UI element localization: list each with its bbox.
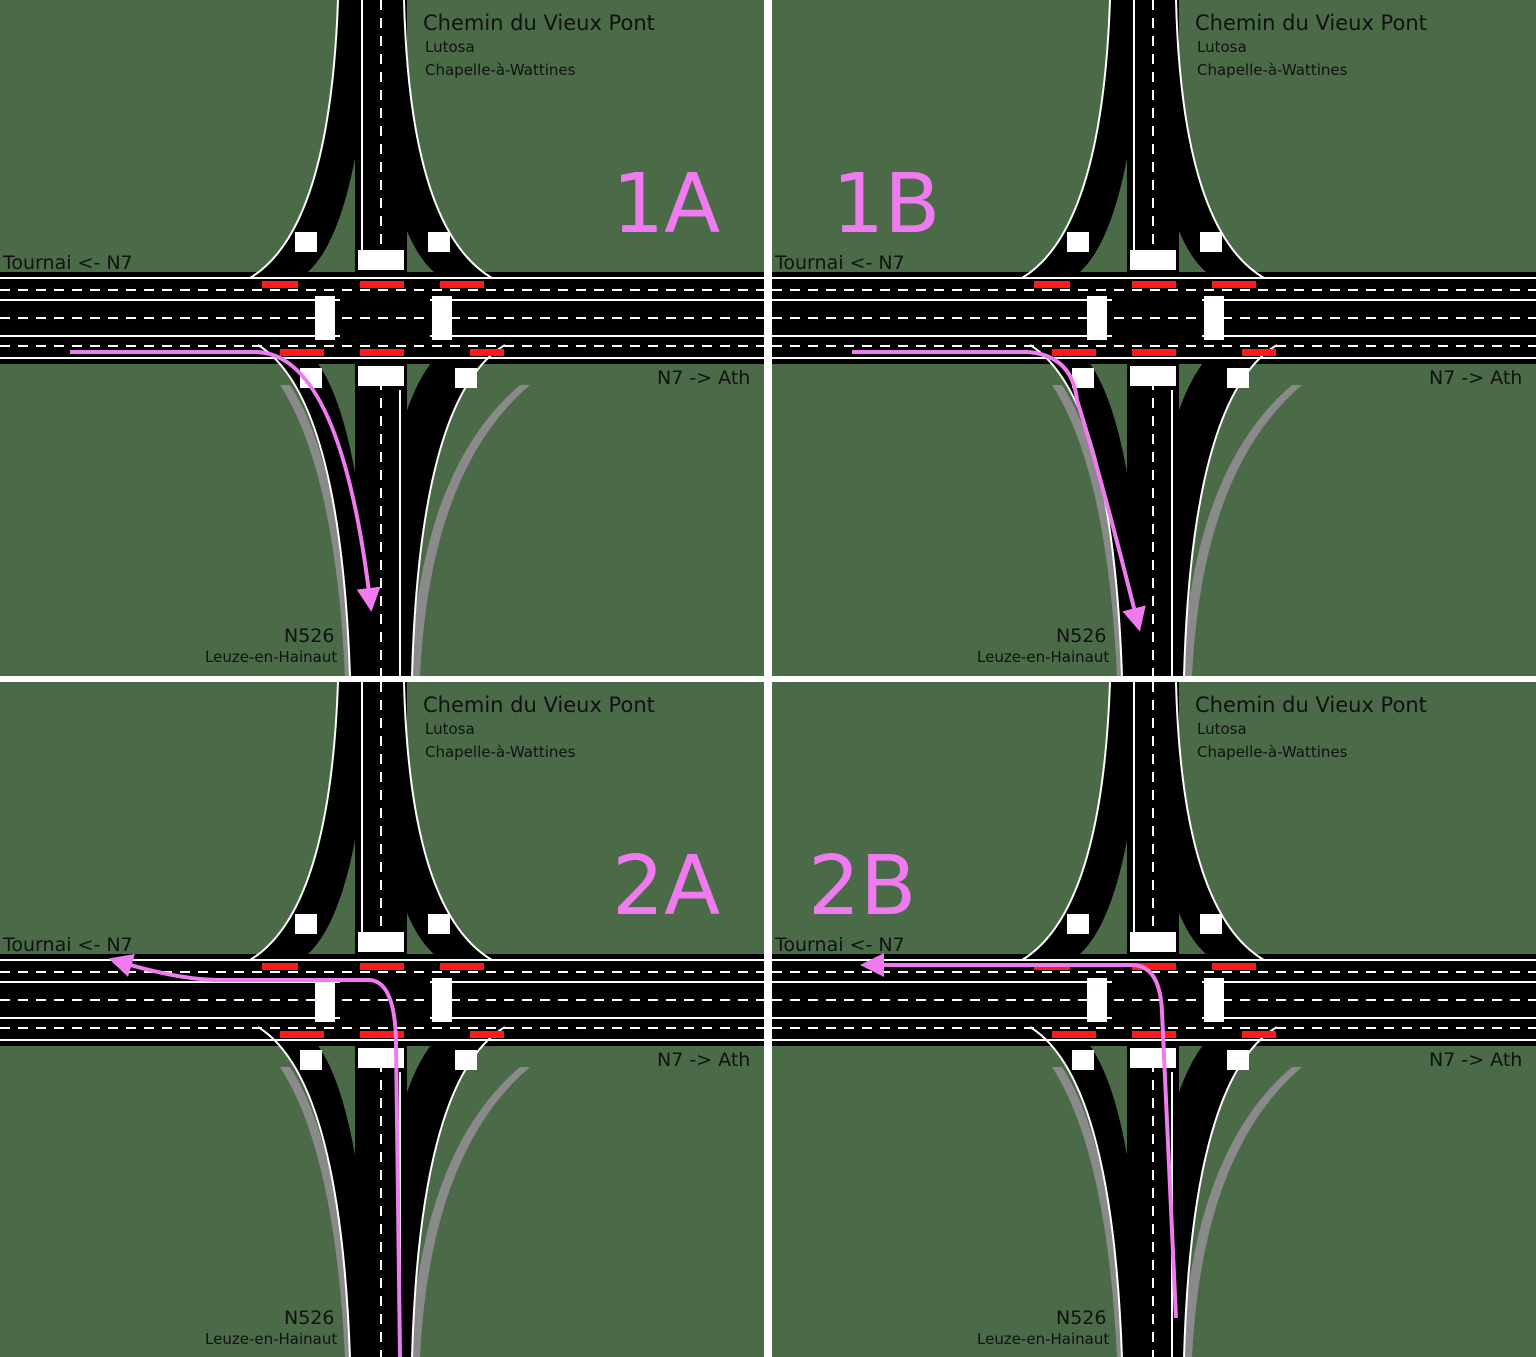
south-sub-label: Leuze-en-Hainaut: [977, 1330, 1109, 1348]
south-road-label: N526: [1056, 625, 1106, 647]
north-sub-label-2: Chapelle-à-Wattines: [425, 61, 576, 79]
route-arrow-1B: [852, 350, 1146, 632]
north-sub-label-1: Lutosa: [425, 720, 475, 738]
west-road-label: Tournai <- N7: [2, 934, 133, 956]
panel-2A-labels: Chemin du Vieux Pont Lutosa Chapelle-à-W…: [2, 693, 750, 1348]
panel-1A: 1A: [0, 0, 765, 677]
route-arrow-2B: [860, 953, 1178, 1319]
west-road-label: Tournai <- N7: [774, 934, 905, 956]
panel-1B-labels: Chemin du Vieux Pont Lutosa Chapelle-à-W…: [774, 11, 1522, 666]
south-sub-label: Leuze-en-Hainaut: [205, 1330, 337, 1348]
east-road-label: N7 -> Ath: [1429, 367, 1522, 389]
panel-2B: 2B: [771, 681, 1536, 1357]
panel-title: 1B: [832, 157, 940, 252]
west-road-label: Tournai <- N7: [2, 252, 133, 274]
panel-title: 2B: [808, 839, 916, 934]
route-arrow-2A: [108, 953, 402, 1357]
south-road-label: N526: [284, 625, 334, 647]
route-arrow-1A: [70, 350, 381, 612]
north-sub-label-2: Chapelle-à-Wattines: [1197, 61, 1348, 79]
south-sub-label: Leuze-en-Hainaut: [977, 648, 1109, 666]
north-sub-label-2: Chapelle-à-Wattines: [1197, 743, 1348, 761]
panel-2B-labels: Chemin du Vieux Pont Lutosa Chapelle-à-W…: [774, 693, 1522, 1348]
east-road-label: N7 -> Ath: [1429, 1049, 1522, 1071]
panel-1A-labels: Chemin du Vieux Pont Lutosa Chapelle-à-W…: [2, 11, 750, 666]
panel-title: 1A: [612, 157, 720, 252]
south-road-label: N526: [284, 1307, 334, 1329]
north-road-label: Chemin du Vieux Pont: [1195, 11, 1427, 35]
north-road-label: Chemin du Vieux Pont: [1195, 693, 1427, 717]
south-road-label: N526: [1056, 1307, 1106, 1329]
panel-2A: 2A: [0, 681, 765, 1357]
north-sub-label-1: Lutosa: [425, 38, 475, 56]
east-road-label: N7 -> Ath: [657, 1049, 750, 1071]
south-sub-label: Leuze-en-Hainaut: [205, 648, 337, 666]
west-road-label: Tournai <- N7: [774, 252, 905, 274]
north-sub-label-2: Chapelle-à-Wattines: [425, 743, 576, 761]
east-road-label: N7 -> Ath: [657, 367, 750, 389]
panel-1B: 1B: [771, 0, 1536, 677]
panel-title: 2A: [612, 839, 720, 934]
north-road-label: Chemin du Vieux Pont: [423, 693, 655, 717]
north-sub-label-1: Lutosa: [1197, 38, 1247, 56]
north-sub-label-1: Lutosa: [1197, 720, 1247, 738]
north-road-label: Chemin du Vieux Pont: [423, 11, 655, 35]
